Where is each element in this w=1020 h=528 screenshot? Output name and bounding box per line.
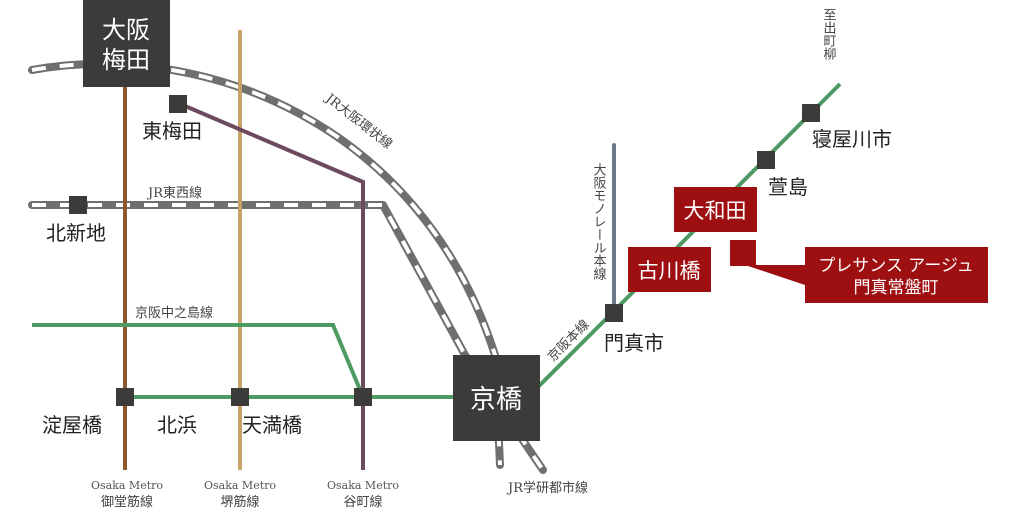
- station-label-yodoyabashi: 淀屋橋: [42, 413, 102, 437]
- property-name-line1: プレサンス アージュ: [818, 256, 974, 276]
- station-label-higashi-umeda: 東梅田: [142, 119, 202, 143]
- tanimachi-line: [177, 101, 365, 470]
- station-label: 大和田: [684, 199, 747, 223]
- metro-label: Osaka Metro: [91, 479, 163, 492]
- station-label: 古川橋: [638, 259, 701, 283]
- property-callout[interactable]: プレサンス アージュ 門真常盤町: [730, 240, 988, 303]
- station-marker-higashi-umeda[interactable]: [169, 95, 187, 113]
- station-osaka-umeda[interactable]: 大阪 梅田: [83, 0, 170, 87]
- station-marker-temmabashi[interactable]: [354, 388, 372, 406]
- station-marker-neyagawashi[interactable]: [802, 104, 820, 122]
- metro-label: Osaka Metro: [204, 479, 276, 492]
- station-label-kadomashi: 門真市: [604, 331, 664, 355]
- line-label-gakkentoshi: JR学研都市線: [506, 480, 588, 496]
- jr-loop-line: [28, 60, 504, 469]
- station-label-kayashima: 萱島: [768, 175, 808, 199]
- station-marker-yodoyabashi[interactable]: [116, 388, 134, 406]
- keihan-nakanoshima-line: [32, 323, 365, 398]
- callout-pointer: [745, 265, 805, 285]
- station-label-kitashinchi: 北新地: [46, 221, 106, 245]
- line-label-nakanoshima: 京阪中之島線: [135, 305, 213, 321]
- station-furukawabashi[interactable]: 古川橋: [628, 247, 711, 292]
- station-label-neyagawashi: 寝屋川市: [812, 127, 892, 151]
- direction-label: 至出町柳: [821, 8, 837, 60]
- property-marker: [730, 240, 756, 266]
- station-label: 大阪: [102, 16, 150, 44]
- station-label: 京橋: [470, 385, 522, 415]
- station-marker-kadomashi[interactable]: [605, 304, 623, 322]
- station-marker-kayashima[interactable]: [757, 151, 775, 169]
- station-label-temmabashi: 天満橋: [242, 413, 302, 437]
- line-label-sakaisuji: 堺筋線: [220, 494, 259, 510]
- station-label-kitahama: 北浜: [157, 413, 197, 437]
- station-kyobashi[interactable]: 京橋: [453, 355, 540, 441]
- line-label-jr-tozai: JR東西線: [146, 185, 202, 201]
- line-label-jr-loop: JR大阪環状線: [321, 89, 395, 152]
- station-owada[interactable]: 大和田: [674, 187, 757, 232]
- station-marker-kitashinchi[interactable]: [69, 196, 87, 214]
- line-label-tanimachi: 谷町線: [343, 494, 382, 510]
- metro-label: Osaka Metro: [327, 479, 399, 492]
- station-marker-kitahama[interactable]: [231, 388, 249, 406]
- property-name-line2: 門真常盤町: [854, 278, 939, 298]
- line-label-monorail: 大阪モノレール本線: [591, 163, 607, 280]
- station-label: 梅田: [102, 46, 150, 74]
- line-label-midosuji: 御堂筋線: [101, 494, 153, 510]
